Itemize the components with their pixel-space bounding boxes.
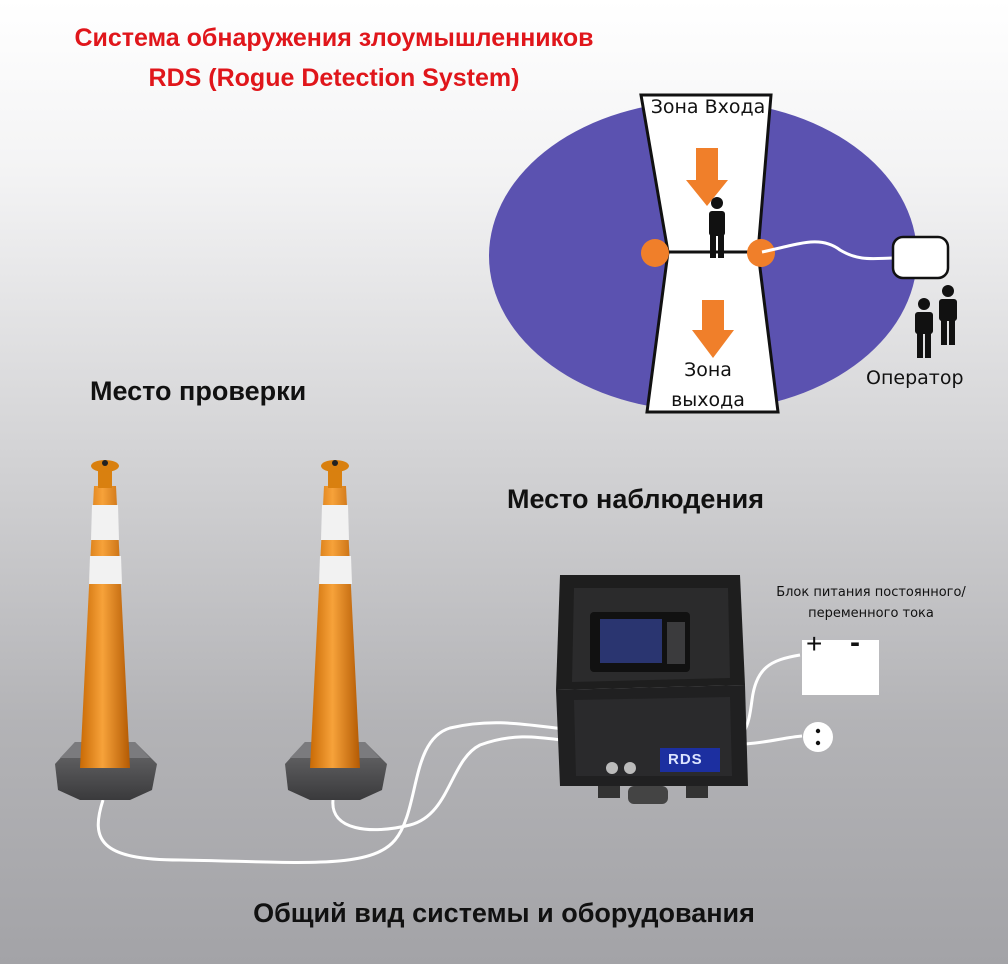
check-place-label: Место проверки: [90, 376, 307, 406]
entry-zone-label: Зона Входа: [650, 96, 766, 118]
title-line-1: Система обнаружения злоумышленников: [74, 24, 594, 52]
cone-cable: [96, 721, 579, 864]
observation-place-label: Место наблюдения: [507, 484, 765, 514]
overview-caption: Общий вид системы и оборудования: [253, 898, 755, 928]
traffic-cone: [55, 460, 157, 800]
power-connector: [803, 722, 833, 752]
title-line-2: RDS (Rogue Detection System): [148, 64, 520, 92]
power-minus-sign: -: [850, 626, 860, 659]
power-plus-sign: +: [806, 628, 823, 659]
power-supply-box: [802, 640, 879, 695]
arrow-down-icon: [686, 148, 728, 206]
equipment-case: [556, 575, 748, 804]
exit-zone-label: Зона выхода: [671, 359, 745, 411]
traffic-cone: [285, 460, 387, 800]
sensor-right: [747, 239, 775, 267]
sensor-left: [641, 239, 669, 267]
monitor-icon: [891, 235, 950, 280]
person-icon: [709, 197, 725, 258]
arrow-down-icon: [692, 300, 734, 358]
operator-cable: [761, 240, 896, 261]
case-logo: RDS: [668, 751, 703, 768]
cone-cable: [331, 735, 581, 832]
power-supply-label: Блок питания постоянного/переменного ток…: [776, 585, 966, 621]
person-icon: [915, 298, 933, 358]
operator-label: Оператор: [866, 367, 964, 389]
person-icon: [939, 285, 957, 345]
